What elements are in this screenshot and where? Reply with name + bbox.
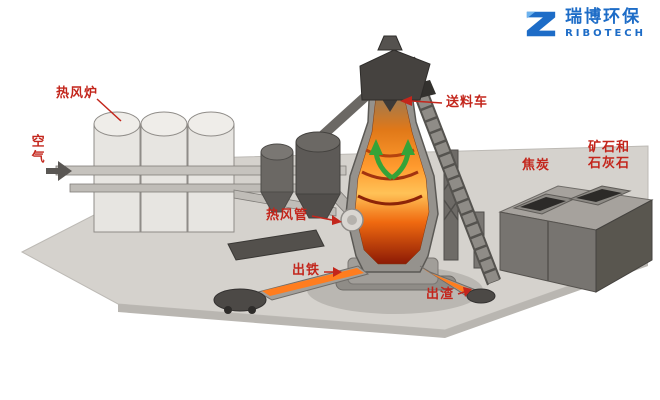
air-flow-arrow: [46, 161, 72, 181]
logo-text: 瑞博环保 RIBOTECH: [565, 8, 646, 39]
storage-bunkers: [498, 185, 654, 293]
label-feed-car: 送料车: [446, 95, 489, 110]
leader-lines: [96, 96, 472, 297]
label-hot-blast-stove: 热风炉: [56, 86, 99, 101]
brand-name-cn: 瑞博环保: [565, 7, 642, 28]
brand-logo: 瑞博环保 RIBOTECH: [524, 7, 646, 41]
label-air: 空气: [28, 134, 44, 166]
tuyere-flange: [340, 208, 364, 232]
blast-furnace: [345, 79, 439, 273]
label-hot-blast-pipe: 热风管: [266, 208, 309, 223]
gas-flow-arrows: [369, 139, 415, 181]
hot-blast-stoves: [93, 111, 235, 233]
label-iron-out: 出铁: [292, 263, 321, 278]
top-hopper: [359, 35, 431, 101]
label-ore-limestone: 矿石和 石灰石: [588, 140, 631, 171]
slag-runner: [419, 265, 496, 304]
brand-name-en: RIBOTECH: [565, 28, 646, 40]
iron-runner: [213, 265, 370, 314]
label-slag-out: 出渣: [426, 287, 455, 302]
ladle-cars: [227, 229, 325, 261]
logo-icon: [526, 11, 556, 37]
label-coke: 焦炭: [522, 158, 551, 173]
